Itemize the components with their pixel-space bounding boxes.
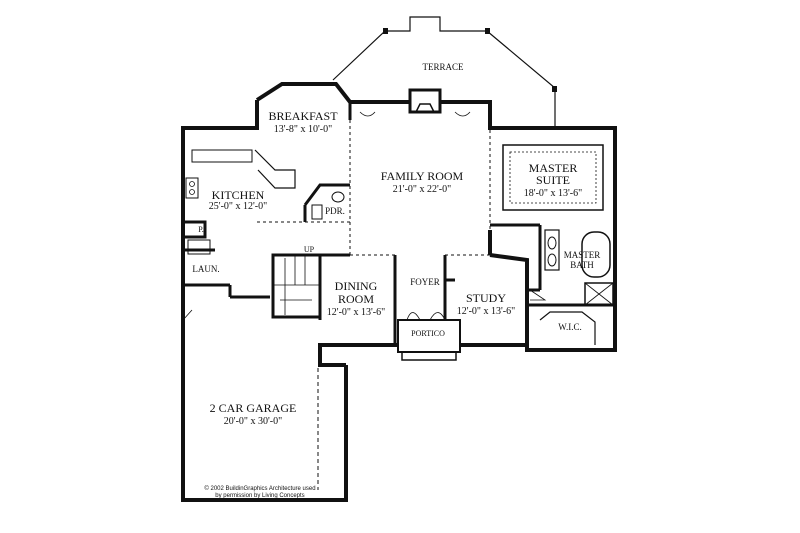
credit-line-1: © 2002 BuildinGraphics Architecture used bbox=[204, 485, 315, 492]
outer-wall bbox=[181, 100, 348, 502]
terrace-outline bbox=[332, 16, 556, 130]
powder-wall bbox=[303, 183, 350, 206]
portico-label: PORTICO bbox=[411, 329, 445, 338]
outer-wall bbox=[318, 343, 398, 367]
study-dims: 12'-0" x 13'-6" bbox=[457, 306, 515, 317]
terrace-post bbox=[383, 28, 388, 34]
kitchen-dims: 25'-0" x 12'-0" bbox=[209, 201, 267, 212]
range bbox=[185, 177, 199, 199]
master-suite-label-1: MASTER bbox=[529, 161, 578, 175]
breakfast-dims: 13'-8" x 10'-0" bbox=[274, 124, 332, 135]
powder-label: PDR. bbox=[325, 206, 345, 216]
walls bbox=[181, 16, 617, 502]
pantry-label: P. bbox=[198, 225, 204, 234]
terrace-label: TERRACE bbox=[422, 62, 464, 72]
kitchen-island bbox=[254, 149, 296, 189]
family-room-label: FAMILY ROOM bbox=[381, 169, 464, 183]
credit-line-2: by permission by Living Concepts bbox=[215, 493, 304, 499]
outer-wall bbox=[489, 126, 617, 352]
dining-room-dims: 12'-0" x 13'-6" bbox=[327, 307, 385, 318]
master-bath-label-1: MASTER bbox=[564, 250, 601, 260]
counter bbox=[191, 149, 253, 163]
master-suite-dims: 18'-0" x 13'-6" bbox=[524, 188, 582, 199]
kitchen-label: KITCHEN bbox=[212, 188, 265, 202]
laundry-appliance bbox=[187, 239, 211, 255]
fireplace bbox=[408, 88, 442, 114]
stair bbox=[271, 253, 322, 319]
master-bath-label-2: BATH bbox=[570, 260, 594, 270]
portico bbox=[397, 319, 461, 353]
tray-ceiling bbox=[502, 144, 604, 211]
outer-wall bbox=[440, 100, 562, 130]
wic-outline bbox=[539, 311, 596, 345]
study-label: STUDY bbox=[466, 291, 506, 305]
master-suite-label-2: SUITE bbox=[536, 173, 570, 187]
bathtub bbox=[581, 231, 611, 278]
family-room-dims: 21'-0" x 22'-0" bbox=[393, 184, 451, 195]
laundry-label: LAUN. bbox=[192, 264, 219, 274]
pantry-wall bbox=[183, 220, 207, 239]
garage-label: 2 CAR GARAGE bbox=[210, 401, 297, 415]
bath-counter bbox=[544, 229, 560, 271]
outer-wall bbox=[255, 82, 410, 104]
outer-wall bbox=[460, 343, 529, 350]
foyer-label: FOYER bbox=[410, 277, 440, 287]
garage-dims: 20'-0" x 30'-0" bbox=[224, 416, 282, 427]
stair-up-label: UP bbox=[304, 245, 315, 254]
terrace-post bbox=[552, 86, 557, 92]
terrace-post bbox=[485, 28, 490, 34]
breakfast-label: BREAKFAST bbox=[268, 109, 338, 123]
dining-room-label-2: ROOM bbox=[338, 292, 374, 306]
wic-label: W.I.C. bbox=[558, 322, 581, 332]
dining-room-label-1: DINING bbox=[335, 279, 378, 293]
